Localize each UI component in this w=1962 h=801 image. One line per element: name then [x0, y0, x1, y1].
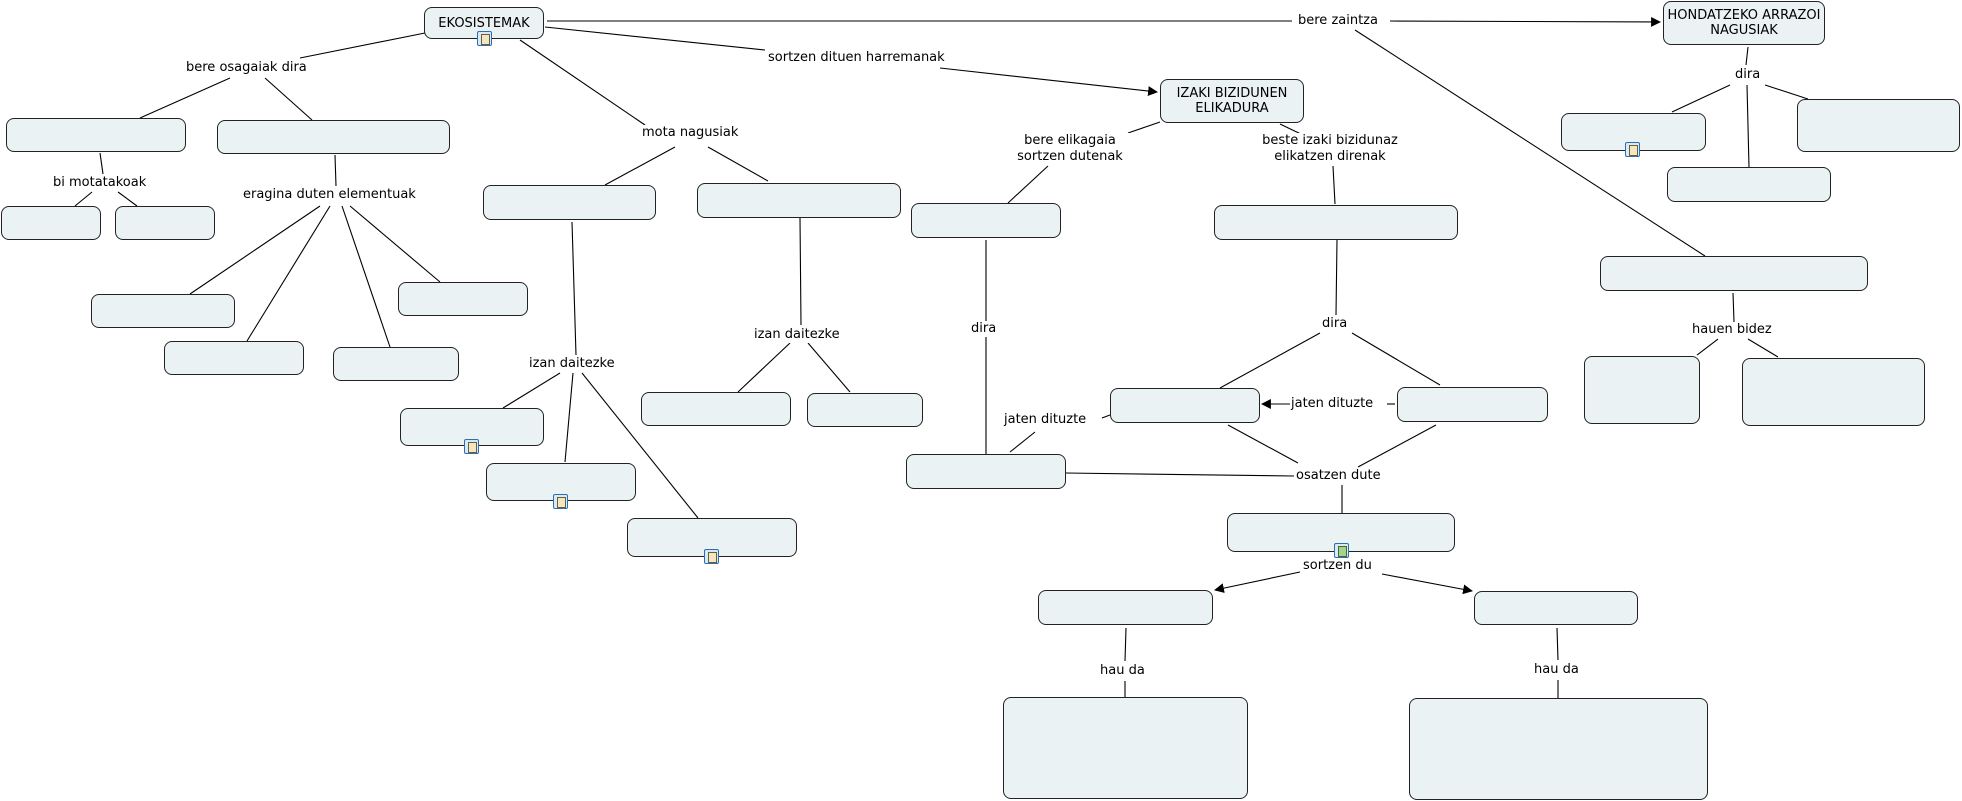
- link-dira[interactable]: dira: [971, 321, 997, 337]
- node-empty[interactable]: [115, 206, 215, 240]
- node-empty[interactable]: [1110, 388, 1260, 423]
- link-bere-elikagaia-sortzen-dutenak[interactable]: bere elikagaia sortzen dutenak: [1010, 133, 1130, 165]
- node-empty[interactable]: [807, 393, 923, 427]
- link-sortzen-dituen-harremanak[interactable]: sortzen dituen harremanak: [768, 50, 945, 66]
- node-empty[interactable]: [906, 454, 1066, 489]
- link-osatzen-dute[interactable]: osatzen dute: [1296, 468, 1381, 484]
- link-izan-daitezke[interactable]: izan daitezke: [754, 327, 840, 343]
- document-icon[interactable]: [464, 439, 479, 454]
- link-eragina-duten-elementuak[interactable]: eragina duten elementuak: [243, 187, 416, 203]
- document-icon[interactable]: [477, 31, 492, 46]
- document-icon[interactable]: [1625, 142, 1640, 157]
- node-empty[interactable]: [91, 294, 235, 328]
- node-empty[interactable]: [1584, 356, 1700, 424]
- node-empty[interactable]: [483, 185, 656, 220]
- link-dira[interactable]: dira: [1322, 316, 1348, 332]
- node-empty[interactable]: [164, 341, 304, 375]
- node-empty[interactable]: [217, 120, 450, 154]
- link-bere-zaintza[interactable]: bere zaintza: [1298, 13, 1378, 29]
- node-empty[interactable]: [1, 206, 101, 240]
- link-jaten-dituzte[interactable]: jaten dituzte: [1291, 396, 1374, 412]
- node-empty[interactable]: [1038, 590, 1213, 625]
- link-izan-daitezke[interactable]: izan daitezke: [529, 356, 615, 372]
- node-empty[interactable]: [1600, 256, 1868, 291]
- link-bi-motatakoak[interactable]: bi motatakoak: [53, 175, 147, 191]
- node-empty[interactable]: [333, 347, 459, 381]
- node-empty[interactable]: [1797, 99, 1960, 152]
- node-empty[interactable]: [1474, 591, 1638, 625]
- link-sortzen-du[interactable]: sortzen du: [1303, 558, 1372, 574]
- document-icon[interactable]: [553, 494, 568, 509]
- link-hau-da[interactable]: hau da: [1534, 662, 1579, 678]
- node-empty[interactable]: [1214, 205, 1458, 240]
- link-beste-izaki-bizidunaz-elikatzen-direnak[interactable]: beste izaki bizidunaz elikatzen direnak: [1255, 133, 1405, 165]
- node-empty[interactable]: [6, 118, 186, 152]
- node-empty[interactable]: [1397, 387, 1548, 422]
- link-bere-osagaiak-dira[interactable]: bere osagaiak dira: [186, 60, 307, 76]
- node-empty[interactable]: [641, 392, 791, 426]
- link-mota-nagusiak[interactable]: mota nagusiak: [642, 125, 739, 141]
- node-empty[interactable]: [1409, 698, 1708, 800]
- link-dira[interactable]: dira: [1735, 67, 1761, 83]
- node-empty[interactable]: [911, 203, 1061, 238]
- node-empty[interactable]: [398, 282, 528, 316]
- document-icon[interactable]: [704, 549, 719, 564]
- link-hau-da[interactable]: hau da: [1100, 663, 1145, 679]
- node-empty[interactable]: [1003, 697, 1248, 799]
- node-izaki-bizidunen-elikadura[interactable]: IZAKI BIZIDUNEN ELIKADURA: [1160, 79, 1304, 123]
- link-jaten-dituzte[interactable]: jaten dituzte: [1004, 412, 1087, 428]
- node-empty[interactable]: [1667, 167, 1831, 202]
- node-empty[interactable]: [1742, 358, 1925, 426]
- link-hauen-bidez[interactable]: hauen bidez: [1692, 322, 1772, 338]
- image-icon[interactable]: [1334, 543, 1349, 558]
- node-hondatzeko-arrazoi-nagusiak[interactable]: HONDATZEKO ARRAZOI NAGUSIAK: [1663, 1, 1825, 45]
- node-empty[interactable]: [697, 183, 901, 218]
